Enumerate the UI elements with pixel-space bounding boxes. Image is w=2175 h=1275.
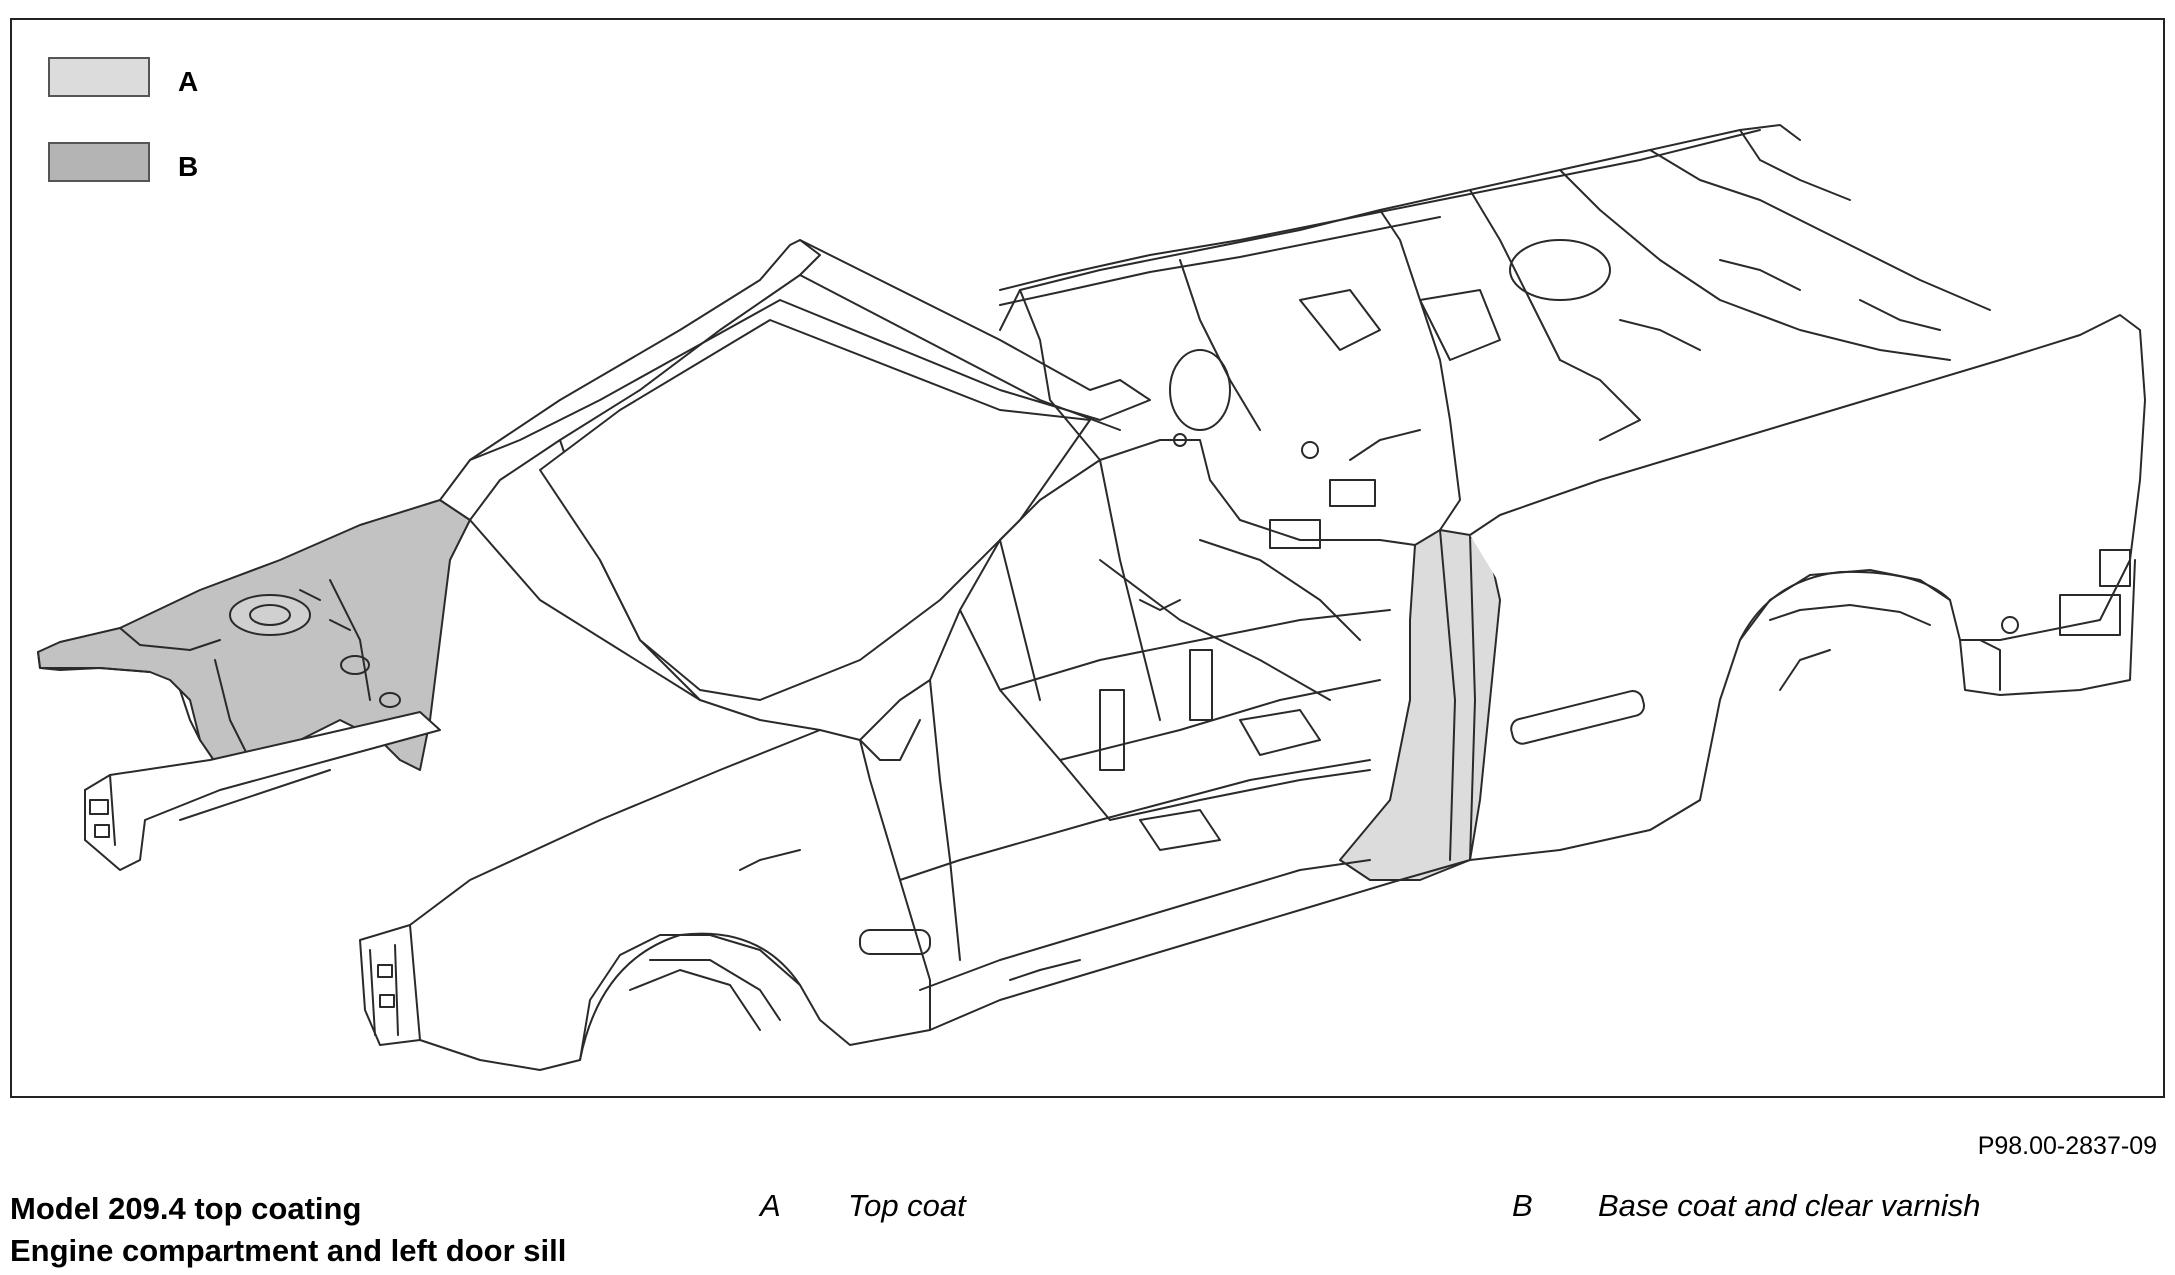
- caption-subtitle: Engine compartment and left door sill: [10, 1233, 567, 1268]
- caption-title: Model 209.4 top coating: [10, 1191, 362, 1226]
- key-letter-b: B: [1512, 1188, 1533, 1223]
- engine-compartment-shaded: [37, 499, 471, 771]
- legend-swatch-a: [48, 57, 150, 97]
- caption: Model 209.4 top coating Engine compartme…: [10, 1188, 566, 1272]
- legend-swatch-b: [48, 142, 150, 182]
- car-body-drawing: [37, 124, 2146, 1071]
- key-letter-a: A: [760, 1188, 781, 1223]
- key-description-a: Top coat: [848, 1188, 966, 1223]
- b-pillar-shaded: [1339, 529, 1501, 881]
- figure-code: P98.00-2837-09: [1977, 1132, 2157, 1160]
- legend-label-a: A: [178, 66, 199, 97]
- legend-label-b: B: [178, 151, 199, 182]
- key-description-b: Base coat and clear varnish: [1598, 1188, 1981, 1223]
